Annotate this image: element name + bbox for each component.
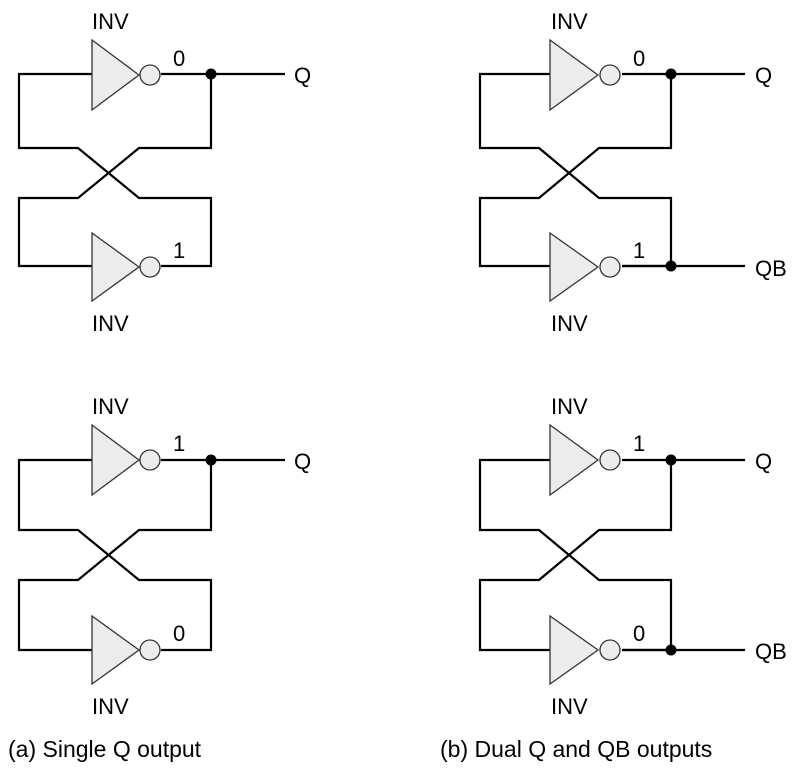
inverter-bubble [599, 256, 621, 278]
inverter-triangle [549, 423, 600, 497]
inverter-triangle [91, 614, 141, 686]
inverter-bubble [599, 449, 621, 471]
junction-dot [205, 68, 217, 80]
feedback-wire [17, 460, 213, 652]
inverter-bubble [599, 639, 621, 661]
inverter-bubble [139, 64, 161, 86]
q-output-label: Q [294, 63, 311, 88]
qb-output-label: QB [755, 256, 787, 281]
upper-inverter-label: INV [92, 394, 129, 419]
lower-state-value: 1 [633, 238, 645, 263]
inverter-bubble [599, 64, 621, 86]
junction-dot [665, 454, 677, 466]
feedback-wire [478, 74, 673, 268]
junction-dot [665, 260, 677, 272]
q-output-label: Q [755, 449, 772, 474]
qb-output-label: QB [755, 639, 787, 664]
upper-state-value: 1 [173, 431, 185, 456]
lower-inverter-label: INV [92, 694, 129, 719]
lower-inverter-label: INV [92, 311, 129, 336]
caption-b: (b) Dual Q and QB outputs [440, 736, 712, 762]
latch-panel-a-bottom: INV INV 1 0 Q [17, 394, 311, 719]
lower-inverter-label: INV [551, 694, 588, 719]
inverter-triangle [91, 231, 141, 303]
junction-dot [665, 68, 677, 80]
inverter-bubble [139, 256, 161, 278]
lower-state-value: 0 [173, 621, 185, 646]
inverter-triangle [91, 423, 141, 497]
upper-inverter-label: INV [551, 9, 588, 34]
caption-a: (a) Single Q output [8, 736, 202, 762]
inverter-triangle [549, 614, 600, 686]
latch-panel-b-bottom: INV INV 1 0 Q QB [478, 394, 787, 719]
inverter-bubble [139, 449, 161, 471]
feedback-wire [17, 74, 213, 268]
upper-state-value: 0 [173, 46, 185, 71]
upper-state-value: 1 [633, 431, 645, 456]
latch-panel-b-top: INV INV 0 1 Q QB [478, 9, 787, 336]
inverter-triangle [91, 38, 141, 112]
q-output-label: Q [755, 63, 772, 88]
q-output-label: Q [294, 449, 311, 474]
inverter-triangle [549, 231, 600, 303]
upper-inverter-label: INV [551, 394, 588, 419]
lower-inverter-label: INV [551, 311, 588, 336]
inverter-triangle [549, 38, 600, 112]
lower-state-value: 0 [633, 621, 645, 646]
inverter-bubble [139, 639, 161, 661]
upper-state-value: 0 [633, 46, 645, 71]
upper-inverter-label: INV [92, 9, 129, 34]
junction-dot [205, 454, 217, 466]
junction-dot [665, 644, 677, 656]
feedback-wire [478, 460, 673, 652]
latch-panel-a-top: INV INV 0 1 Q [17, 9, 311, 336]
lower-state-value: 1 [173, 238, 185, 263]
